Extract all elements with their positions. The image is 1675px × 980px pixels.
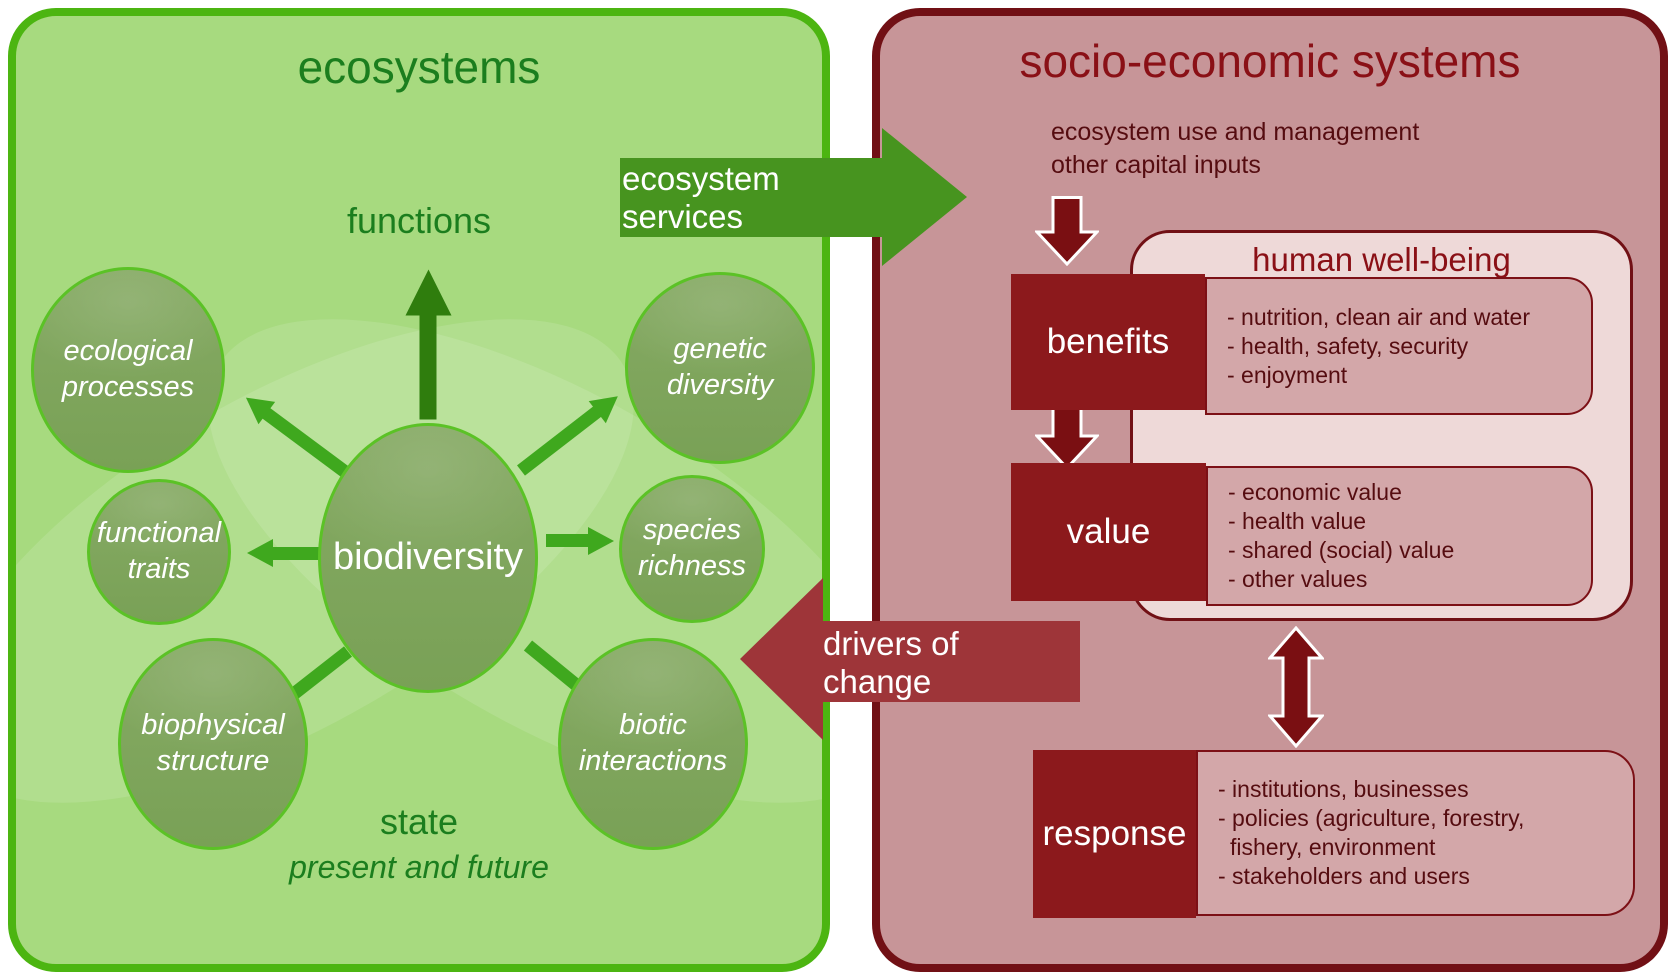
value-box: value xyxy=(1011,463,1206,601)
ecosystem-services-label: ecosystem services xyxy=(622,159,780,235)
functions-label: functions xyxy=(346,200,492,241)
down-arrow-inputs-to-benefits-icon xyxy=(1035,196,1099,266)
node-label: functional traits xyxy=(96,517,222,585)
human-wellbeing-title: human well-being xyxy=(1252,241,1511,278)
drivers-of-change-label: drivers of change xyxy=(823,624,959,700)
node-genetic-diversity: genetic diversity xyxy=(625,272,815,464)
value-item: - economic value xyxy=(1228,479,1402,505)
inputs-line1: ecosystem use and management xyxy=(1051,118,1420,146)
value-item: - health value xyxy=(1228,508,1367,534)
double-arrow-value-response-icon xyxy=(1268,626,1324,748)
node-label: genetic diversity xyxy=(666,333,774,401)
value-items-box: - economic value - health value - shared… xyxy=(1206,466,1593,606)
benefits-box: benefits xyxy=(1011,274,1205,410)
response-item: - policies (agriculture, forestry, xyxy=(1218,805,1525,831)
benefits-item: - nutrition, clean air and water xyxy=(1227,303,1530,330)
node-label: species richness xyxy=(638,514,746,582)
node-label: biodiversity xyxy=(332,536,524,579)
socio-economic-title: socio-economic systems xyxy=(1019,35,1521,87)
node-label: biotic interactions xyxy=(578,709,728,777)
arrow-to-functions-icon xyxy=(419,314,437,420)
socio-economic-panel: socio-economic systems ecosystem use and… xyxy=(872,8,1668,972)
node-species-richness: species richness xyxy=(619,475,765,623)
down-arrow-benefits-to-value-icon xyxy=(1035,400,1099,470)
ecosystems-title: ecosystems xyxy=(297,41,541,93)
arrow-to-species-richness-icon xyxy=(546,534,589,547)
response-label: response xyxy=(1042,814,1187,853)
response-item: - stakeholders and users xyxy=(1218,863,1470,889)
state-label: state xyxy=(379,801,459,842)
value-item: - other values xyxy=(1228,566,1368,592)
state-block: state present and future xyxy=(16,801,822,886)
response-items-box: - institutions, businesses - policies (a… xyxy=(1196,750,1635,916)
drivers-of-change-arrow-icon xyxy=(740,578,1080,740)
value-item: - shared (social) value xyxy=(1228,537,1455,563)
state-sublabel: present and future xyxy=(289,849,549,885)
node-biophysical-structure: biophysical structure xyxy=(118,638,308,850)
node-biotic-interactions: biotic interactions xyxy=(558,638,748,850)
response-box: response xyxy=(1033,750,1196,918)
node-label: ecological processes xyxy=(61,335,195,403)
inputs-line2: other capital inputs xyxy=(1051,151,1261,179)
ecosystem-services-arrow-icon xyxy=(620,128,967,266)
benefits-item: - health, safety, security xyxy=(1227,332,1469,359)
node-functional-traits: functional traits xyxy=(87,479,231,625)
response-item: fishery, environment xyxy=(1230,834,1436,860)
benefits-item: - enjoyment xyxy=(1227,361,1348,388)
benefits-items-box: - nutrition, clean air and water - healt… xyxy=(1205,277,1593,415)
node-ecological-processes: ecological processes xyxy=(31,267,225,473)
value-label: value xyxy=(1066,512,1151,551)
ecosystem-use-text: ecosystem use and management other capit… xyxy=(1051,116,1419,182)
node-biodiversity: biodiversity xyxy=(318,423,538,693)
node-label: biophysical structure xyxy=(141,709,285,777)
response-item: - institutions, businesses xyxy=(1218,776,1469,802)
benefits-label: benefits xyxy=(1046,322,1170,361)
